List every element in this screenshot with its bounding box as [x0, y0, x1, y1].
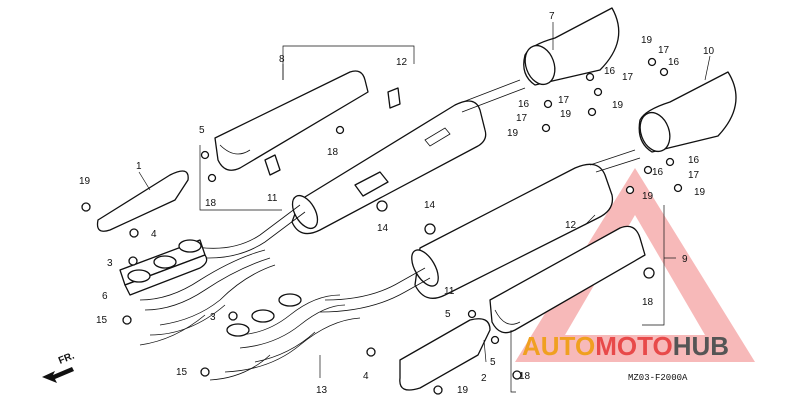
callout-17: 17: [516, 113, 528, 124]
diagram-code: MZ03-F2000A: [628, 373, 688, 383]
callout-15: 15: [96, 315, 108, 326]
end-cap-10-opening: [639, 111, 671, 153]
callout-14: 14: [424, 200, 436, 211]
callout-17: 17: [658, 45, 670, 56]
callout-19: 19: [612, 100, 624, 111]
callout-19: 19: [507, 128, 519, 139]
callout-8: 8: [279, 54, 285, 65]
callout-19: 19: [79, 176, 91, 187]
watermark-part-moto: MOTO: [595, 331, 673, 361]
callout-19: 19: [560, 109, 572, 120]
upper-muffler: [291, 79, 526, 235]
callout-5: 5: [490, 357, 496, 368]
front-direction-label: FR.: [57, 350, 76, 366]
callout-12: 12: [396, 57, 408, 68]
callout-19: 19: [641, 35, 653, 46]
lower-heat-shield: [489, 225, 646, 334]
callout-19: 19: [642, 191, 654, 202]
callout-10: 10: [703, 46, 715, 57]
callout-13: 13: [316, 385, 328, 396]
end-cap-7-opening: [524, 44, 556, 86]
callout-12: 12: [565, 220, 577, 231]
callout-11: 11: [267, 193, 278, 204]
callout-6: 6: [102, 291, 108, 302]
watermark-part-hub: HUB: [673, 331, 729, 361]
callout-4: 4: [151, 229, 157, 240]
callout-16: 16: [668, 57, 680, 68]
callout-19: 19: [694, 187, 706, 198]
callout-7: 7: [549, 11, 555, 22]
watermark-triangle: [515, 168, 755, 362]
callout-18: 18: [205, 198, 217, 209]
callout-1: 1: [136, 161, 142, 172]
watermark-logo: AUTOMOTOHUB: [522, 331, 729, 361]
callout-11: 11: [444, 286, 455, 297]
upper-flanges: [127, 239, 202, 283]
cover-2: [399, 318, 491, 391]
callout-5: 5: [199, 125, 205, 136]
callout-16: 16: [518, 99, 530, 110]
callout-16: 16: [652, 167, 664, 178]
lower-flanges: [226, 293, 302, 337]
callout-18: 18: [642, 297, 654, 308]
svg-text:AUTOMOTOHUB: AUTOMOTOHUB: [522, 331, 729, 361]
callout-17: 17: [622, 72, 634, 83]
callout-18: 18: [327, 147, 339, 158]
bracket-1: [96, 170, 189, 232]
callout-5: 5: [445, 309, 451, 320]
upper-heat-shield: [214, 70, 401, 176]
callout-2: 2: [481, 373, 487, 384]
lower-exhaust-pipes: [209, 267, 431, 381]
callout-3: 3: [210, 312, 216, 323]
leader-lines: [138, 22, 711, 378]
callout-17: 17: [688, 170, 700, 181]
hardware: [81, 57, 683, 395]
callout-16: 16: [688, 155, 700, 166]
callout-labels: 1 2 3 3 4 4 5 5 5 6 7 8 9 10 11 11 12 12…: [79, 11, 715, 396]
callout-18: 18: [519, 371, 531, 382]
callout-9: 9: [682, 254, 688, 265]
callout-4: 4: [363, 371, 369, 382]
callout-15: 15: [176, 367, 188, 378]
callout-16: 16: [604, 66, 616, 77]
front-direction-arrow: [42, 367, 74, 383]
callout-14: 14: [377, 223, 389, 234]
callout-19: 19: [457, 385, 469, 396]
callout-3: 3: [107, 258, 113, 269]
callout-17: 17: [558, 95, 570, 106]
watermark-part-auto: AUTO: [522, 331, 595, 361]
